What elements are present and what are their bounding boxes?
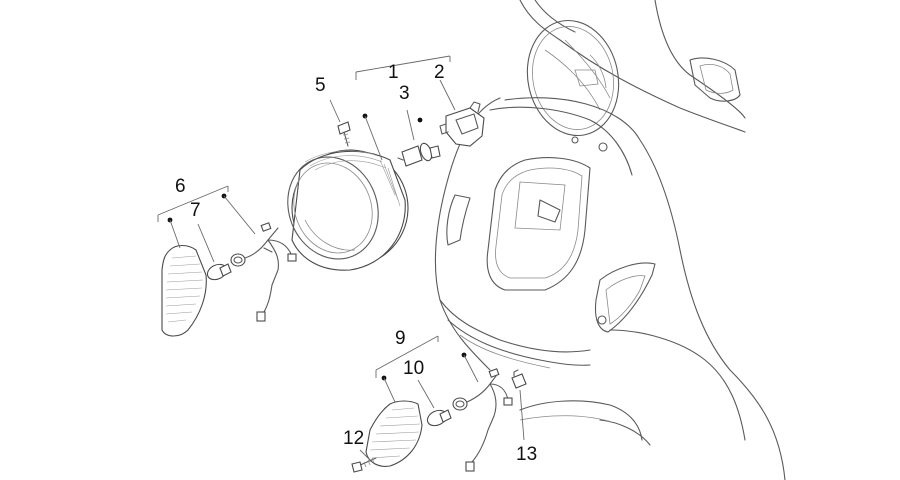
left-bulb <box>206 263 232 281</box>
screw-5 <box>337 121 351 147</box>
callout-5: 5 <box>315 75 326 96</box>
callout-3: 3 <box>399 83 410 104</box>
right-wiring-harness <box>465 368 513 472</box>
left-bulb-socket <box>230 253 246 267</box>
headlight-unit <box>287 149 409 271</box>
left-wiring-harness <box>244 222 297 322</box>
right-bulb <box>426 409 452 427</box>
callout-7: 7 <box>190 200 201 221</box>
callout-10: 10 <box>403 358 424 379</box>
callout-2: 2 <box>434 62 445 83</box>
left-turn-signal-lens <box>161 244 207 337</box>
callout-labels: 1 2 3 5 6 7 9 10 12 13 <box>175 62 537 465</box>
connector-clip-13 <box>511 369 527 389</box>
leader-lines <box>157 55 525 461</box>
right-bulb-socket <box>452 397 468 411</box>
callout-1: 1 <box>388 62 399 83</box>
screw-12 <box>351 457 377 473</box>
callout-9: 9 <box>395 328 406 349</box>
callout-6: 6 <box>175 176 186 197</box>
right-turn-signal-lens <box>365 400 423 467</box>
scooter-front-shield <box>434 0 786 480</box>
headlight-bulb <box>397 142 441 167</box>
callout-13: 13 <box>516 444 537 465</box>
callout-12: 12 <box>343 428 364 449</box>
bulb-socket <box>439 101 485 147</box>
